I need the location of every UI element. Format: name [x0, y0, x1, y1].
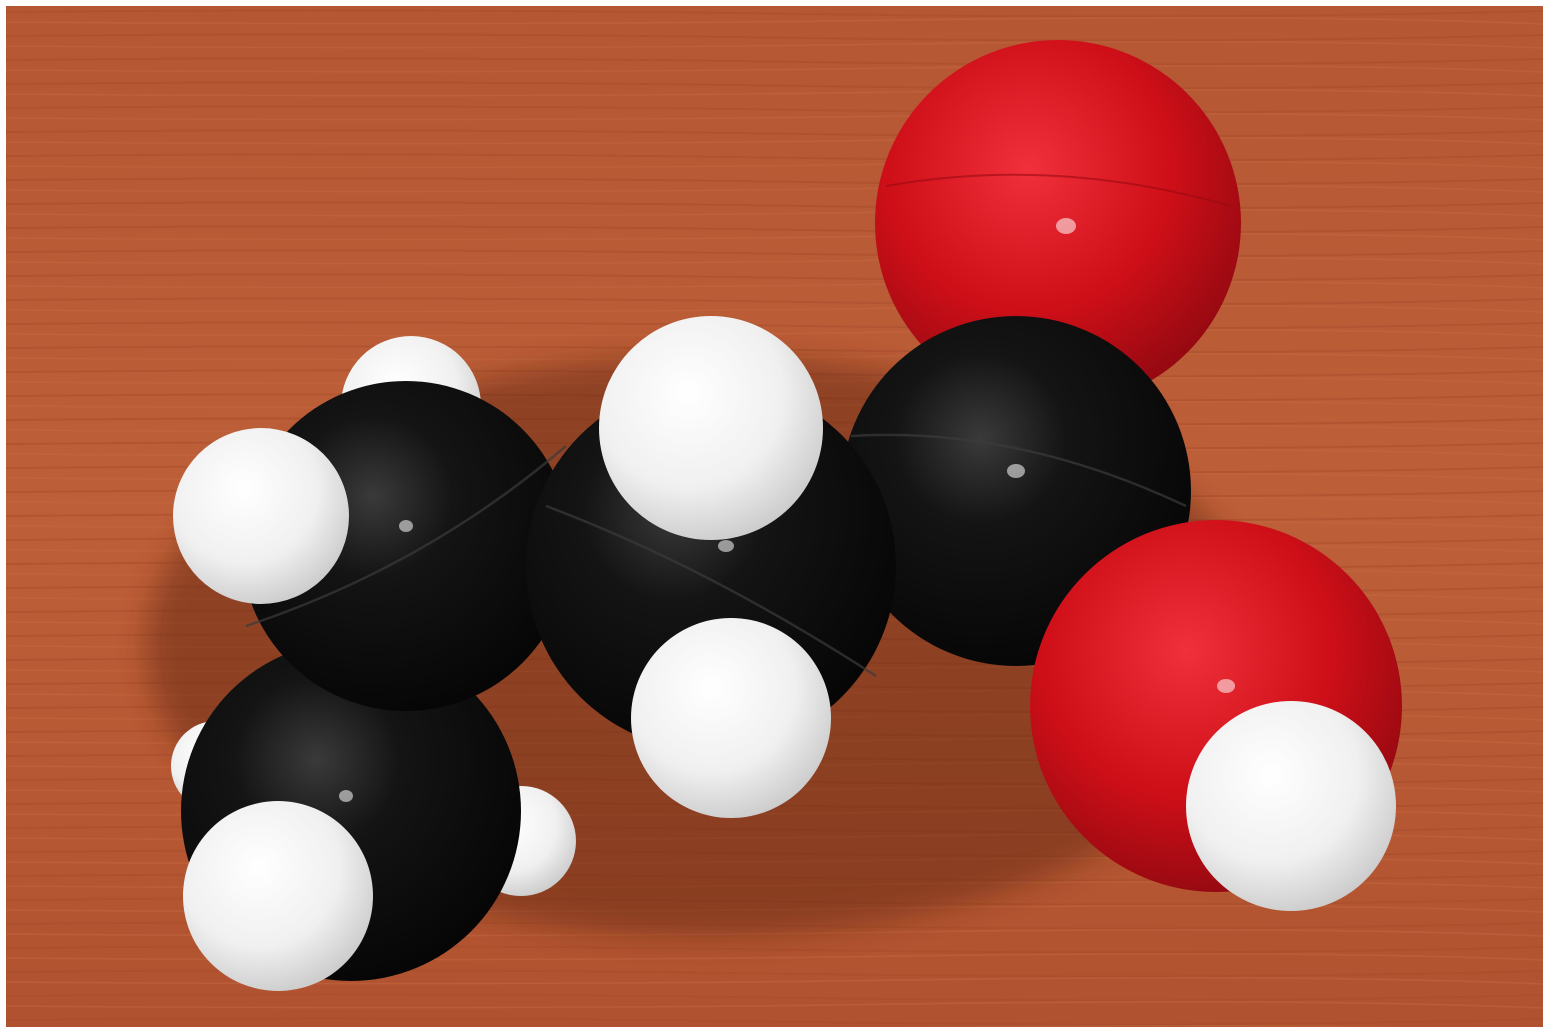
molecular-model-photo — [6, 6, 1543, 1027]
photo-frame — [6, 6, 1543, 1027]
hydrogen-atom — [173, 428, 349, 604]
hydrogen-atom — [183, 801, 373, 991]
hydrogen-atom — [631, 618, 831, 818]
hydrogen-atom — [599, 316, 823, 540]
hydrogen-atom — [1186, 701, 1396, 911]
highlights — [339, 218, 1235, 802]
